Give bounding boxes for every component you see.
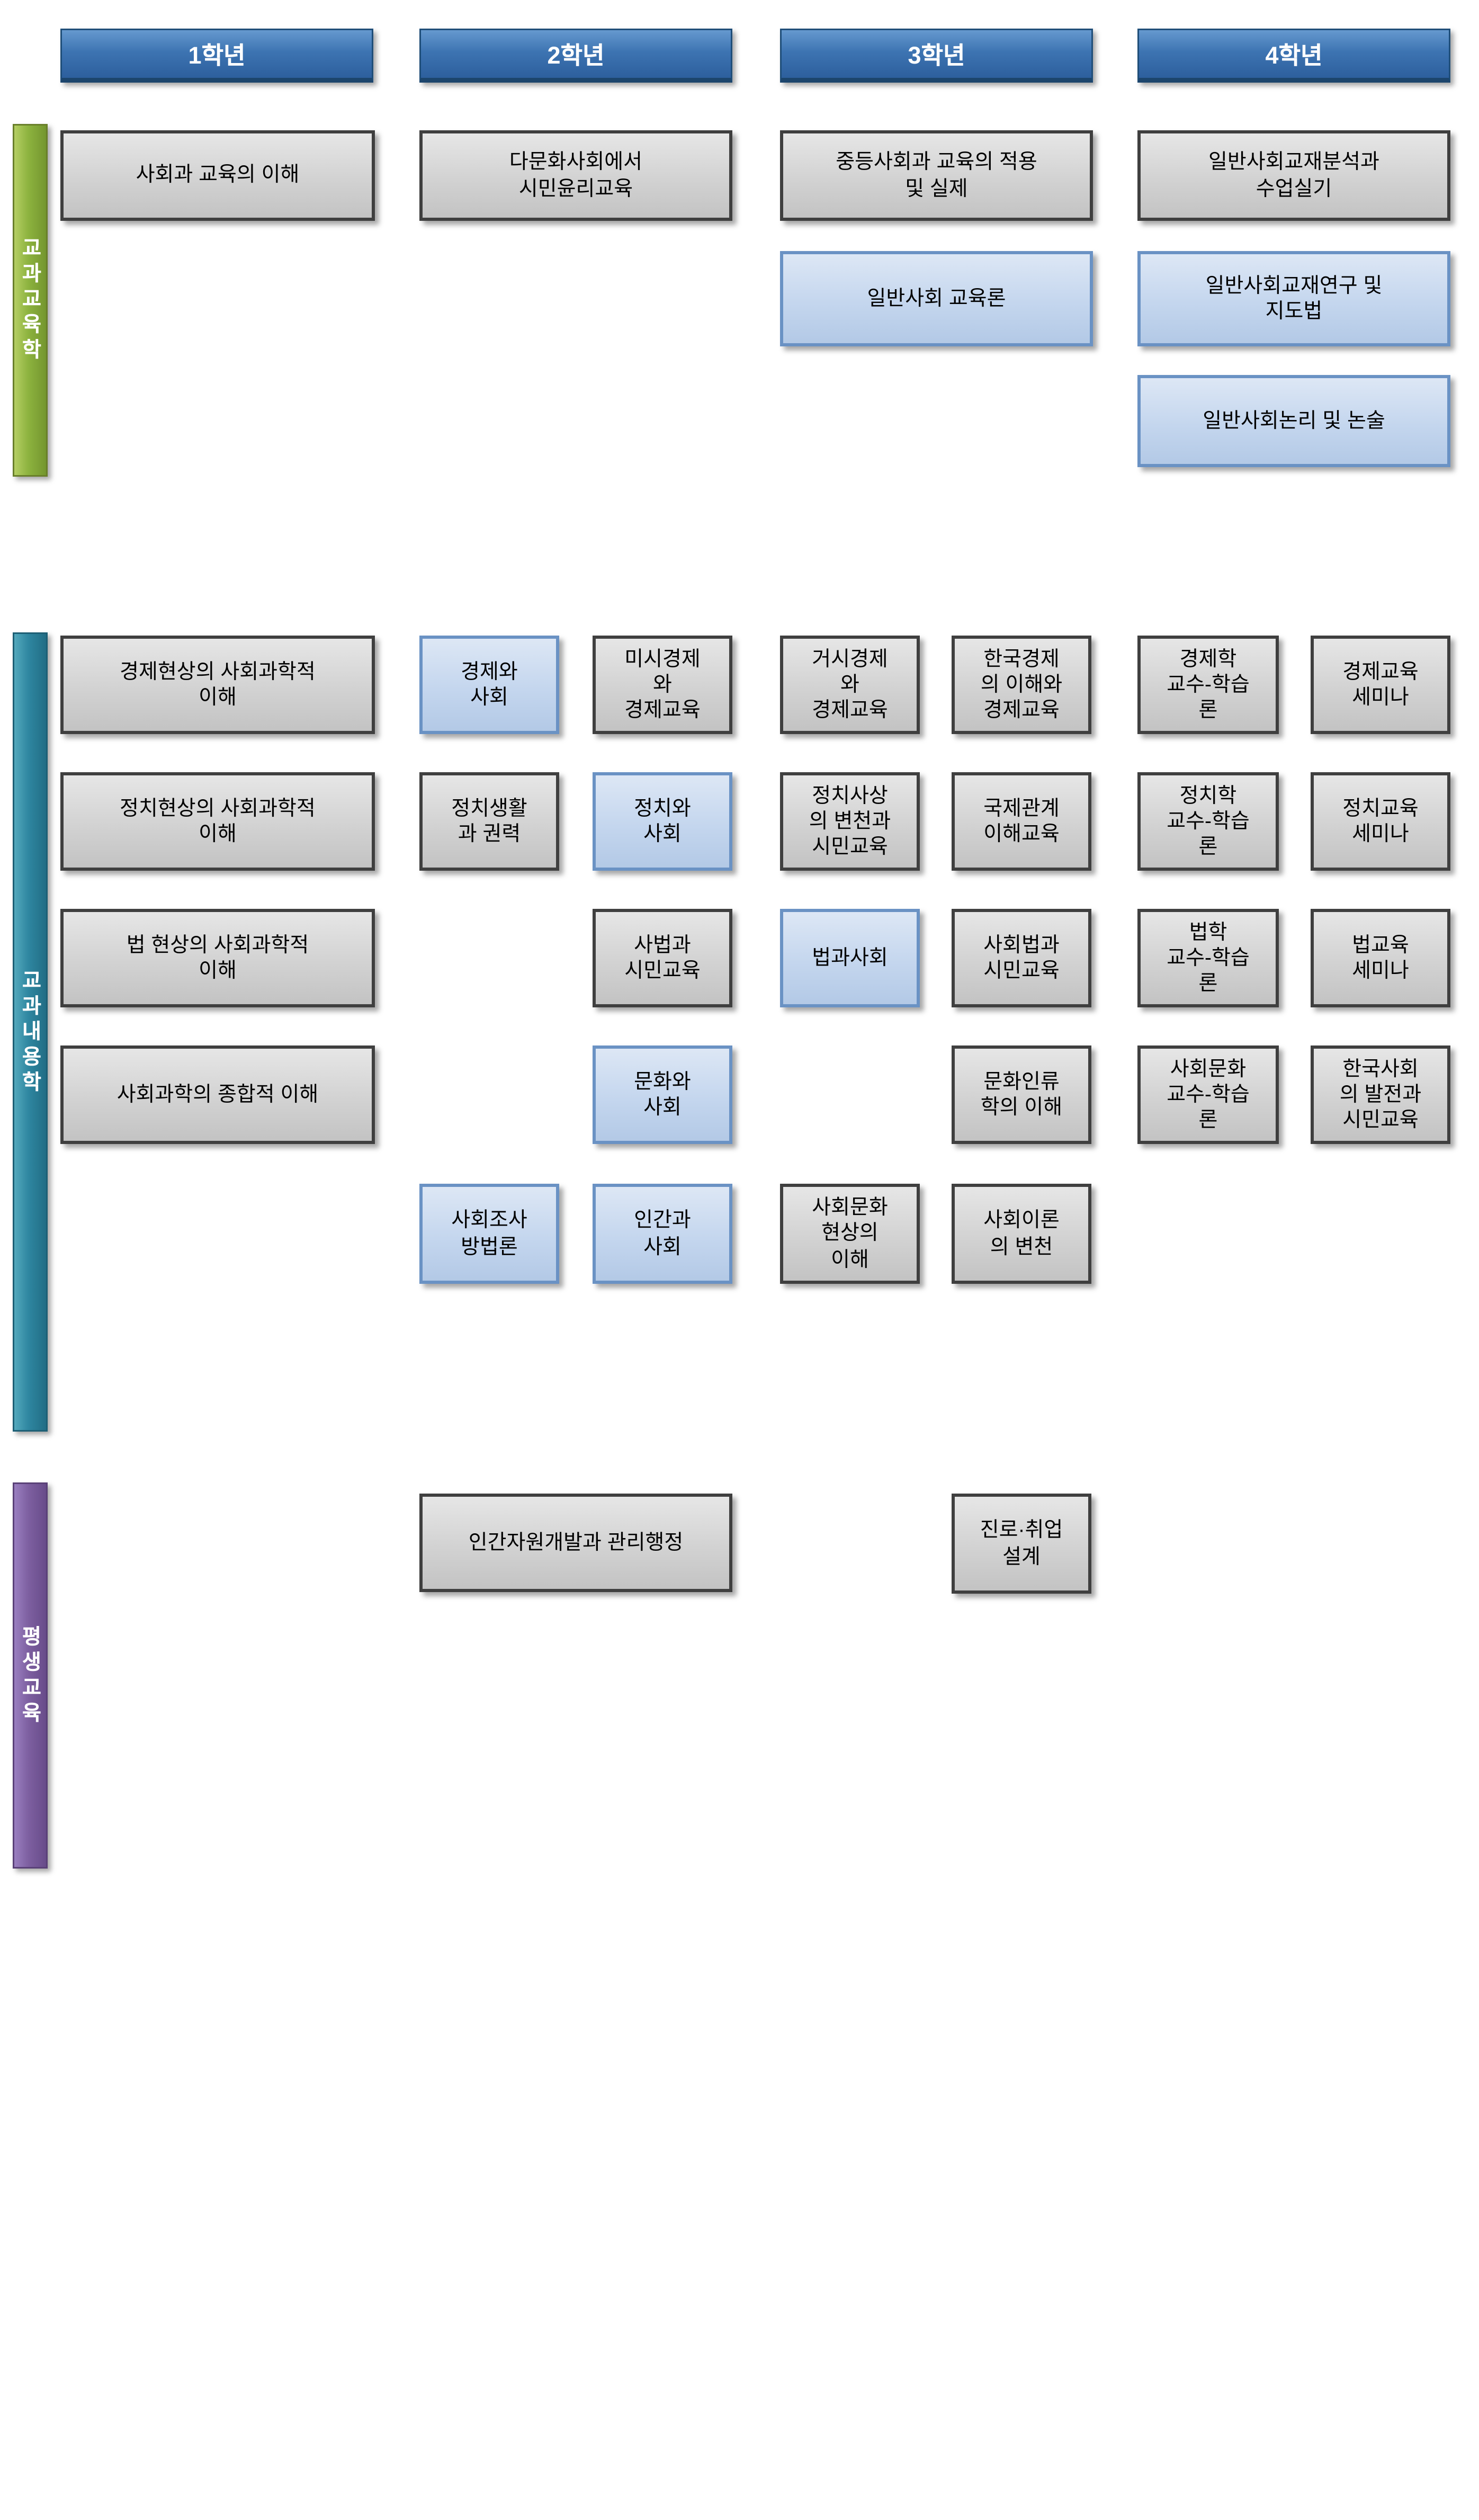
course-box: 일반사회교재연구 및 지도법 bbox=[1137, 251, 1450, 346]
course-box: 사회문화 교수-학습 론 bbox=[1137, 1045, 1279, 1144]
course-box: 일반사회교재분석과 수업실기 bbox=[1137, 130, 1450, 221]
course-box: 경제현상의 사회과학적 이해 bbox=[60, 636, 375, 734]
course-box: 사회문화 현상의 이해 bbox=[780, 1184, 920, 1284]
course-box: 인간자원개발과 관리행정 bbox=[419, 1494, 732, 1592]
course-box: 정치사상 의 변천과 시민교육 bbox=[780, 772, 920, 871]
course-box: 정치와 사회 bbox=[593, 772, 732, 871]
course-box: 법 현상의 사회과학적 이해 bbox=[60, 909, 375, 1007]
course-box: 일반사회논리 및 논술 bbox=[1137, 375, 1450, 467]
course-box: 한국사회 의 발전과 시민교육 bbox=[1311, 1045, 1450, 1144]
course-box: 인간과 사회 bbox=[593, 1184, 732, 1284]
section-label-content: 교과내용학 bbox=[13, 632, 48, 1432]
course-box: 국제관계 이해교육 bbox=[952, 772, 1091, 871]
course-box: 정치현상의 사회과학적 이해 bbox=[60, 772, 375, 871]
course-box: 사회과학의 종합적 이해 bbox=[60, 1045, 375, 1144]
course-box: 한국경제 의 이해와 경제교육 bbox=[952, 636, 1091, 734]
course-box: 사회과 교육의 이해 bbox=[60, 130, 375, 221]
grade-header-year1: 1학년 bbox=[60, 29, 373, 83]
course-box: 문화인류 학의 이해 bbox=[952, 1045, 1091, 1144]
course-box: 중등사회과 교육의 적용 및 실제 bbox=[780, 130, 1093, 221]
course-box: 일반사회 교육론 bbox=[780, 251, 1093, 346]
course-box: 진로·취업 설계 bbox=[952, 1494, 1091, 1594]
course-box: 거시경제 와 경제교육 bbox=[780, 636, 920, 734]
course-box: 미시경제 와 경제교육 bbox=[593, 636, 732, 734]
course-box: 사회조사 방법론 bbox=[419, 1184, 559, 1284]
section-label-lifelong: 평생교육 bbox=[13, 1482, 48, 1869]
course-box: 사회법과 시민교육 bbox=[952, 909, 1091, 1007]
course-box: 정치생활 과 권력 bbox=[419, 772, 559, 871]
course-box: 정치교육 세미나 bbox=[1311, 772, 1450, 871]
course-box: 정치학 교수-학습 론 bbox=[1137, 772, 1279, 871]
course-box: 다문화사회에서 시민윤리교육 bbox=[419, 130, 732, 221]
grade-header-year2: 2학년 bbox=[419, 29, 732, 83]
course-box: 경제교육 세미나 bbox=[1311, 636, 1450, 734]
course-box: 경제학 교수-학습 론 bbox=[1137, 636, 1279, 734]
grade-header-year3: 3학년 bbox=[780, 29, 1093, 83]
course-box: 경제와 사회 bbox=[419, 636, 559, 734]
section-label-pedagogy: 교과교육학 bbox=[13, 124, 48, 477]
course-box: 법교육 세미나 bbox=[1311, 909, 1450, 1007]
course-box: 문화와 사회 bbox=[593, 1045, 732, 1144]
grade-header-year4: 4학년 bbox=[1137, 29, 1450, 83]
course-box: 법과사회 bbox=[780, 909, 920, 1007]
course-box: 사회이론 의 변천 bbox=[952, 1184, 1091, 1284]
course-box: 법학 교수-학습 론 bbox=[1137, 909, 1279, 1007]
course-box: 사법과 시민교육 bbox=[593, 909, 732, 1007]
